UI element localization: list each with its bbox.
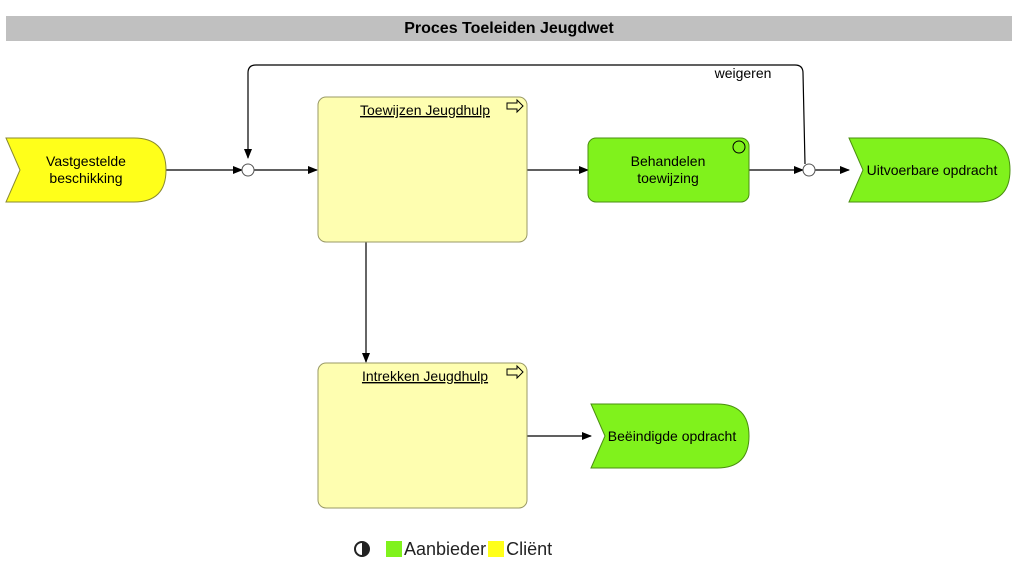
legend-swatch-aanbieder bbox=[386, 541, 402, 557]
arrow-right-outline-icon bbox=[506, 364, 524, 380]
start-event-label-line2: beschikking bbox=[49, 170, 122, 186]
diagram-title-bar: Proces Toeleiden Jeugdwet bbox=[6, 16, 1012, 41]
arrow-right-outline-icon bbox=[506, 98, 524, 114]
subprocess-toewijzen-label[interactable]: Toewijzen Jeugdhulp bbox=[360, 102, 490, 118]
diagram-title: Proces Toeleiden Jeugdwet bbox=[404, 19, 614, 37]
legend-swatch-client bbox=[488, 541, 505, 557]
subprocess-toewijzen-jeugdhulp[interactable]: Toewijzen Jeugdhulp bbox=[317, 96, 528, 243]
subprocess-intrekken-label[interactable]: Intrekken Jeugdhulp bbox=[362, 368, 488, 384]
legend-item-aanbieder[interactable]: Aanbieder bbox=[386, 539, 486, 560]
junction-or-2[interactable] bbox=[802, 163, 816, 177]
task-handle-label-line1: Behandelen bbox=[631, 153, 706, 169]
legend: Aanbieder Cliënt bbox=[354, 538, 554, 560]
end-event-uitvoerbare-opdracht[interactable]: Uitvoerbare opdracht bbox=[848, 137, 1011, 203]
legend-item-client[interactable]: Cliënt bbox=[488, 539, 552, 560]
legend-label-aanbieder: Aanbieder bbox=[404, 538, 487, 559]
connections bbox=[166, 64, 850, 440]
start-event-vastgestelde-beschikking[interactable]: Vastgestelde beschikking bbox=[5, 137, 167, 203]
task-handle-label-line2: toewijzing bbox=[637, 170, 698, 186]
legend-label-client: Cliënt bbox=[506, 538, 553, 559]
subprocess-intrekken-jeugdhulp[interactable]: Intrekken Jeugdhulp bbox=[317, 362, 528, 509]
circle-event-icon bbox=[732, 140, 746, 154]
reject-edge-label: weigeren bbox=[714, 65, 772, 81]
start-event-label-line1: Vastgestelde bbox=[46, 153, 126, 169]
junction-or-1[interactable] bbox=[241, 163, 255, 177]
contrast-icon[interactable] bbox=[354, 541, 370, 557]
end-event-beeindigde-opdracht[interactable]: Beëindigde opdracht bbox=[590, 403, 750, 469]
edge-reject-loop bbox=[244, 64, 806, 165]
end-finished-label: Beëindigde opdracht bbox=[608, 428, 737, 444]
task-behandelen-toewijzing[interactable]: Behandelen toewijzing bbox=[587, 137, 750, 203]
end-executable-label: Uitvoerbare opdracht bbox=[867, 162, 998, 178]
